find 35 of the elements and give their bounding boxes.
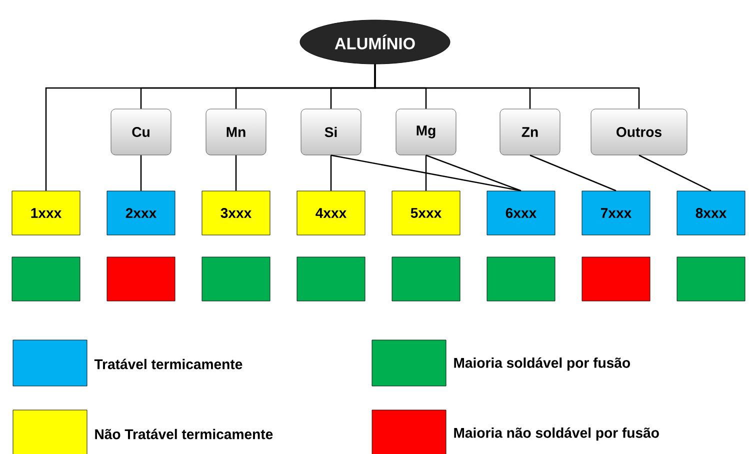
legend-label: Não Tratável termicamente (95, 428, 273, 440)
weldability-box (12, 256, 80, 302)
connector-line (140, 155, 142, 191)
series-box: 8xxx (676, 190, 746, 236)
series-box: 7xxx (582, 190, 650, 236)
connector-line (235, 155, 237, 191)
connector-line (330, 154, 522, 192)
weldability-box (296, 256, 366, 302)
weldability-box (486, 256, 556, 302)
weldability-box (676, 256, 746, 302)
connector-line (638, 154, 712, 192)
legend-label: Maioria não soldável por fusão (454, 427, 659, 441)
element-box: Zn (500, 108, 560, 156)
element-box: Mn (206, 108, 266, 156)
element-box: Si (300, 108, 362, 156)
element-box: Outros (590, 108, 688, 156)
connector-line (530, 154, 616, 192)
element-box: Mg (396, 108, 456, 156)
series-box: 1xxx (12, 190, 80, 236)
series-box: 4xxx (296, 190, 366, 236)
connector-line (374, 64, 640, 109)
connector-line (425, 155, 427, 191)
series-box: 2xxx (106, 190, 176, 236)
series-box: 5xxx (392, 190, 460, 236)
legend-label: Maioria soldável por fusão (454, 357, 630, 371)
weldability-box (392, 256, 460, 302)
series-box: 3xxx (202, 190, 270, 236)
connector-line (330, 155, 332, 191)
weldability-box (106, 256, 176, 302)
connector-line (426, 154, 522, 192)
element-box: Cu (110, 108, 172, 156)
legend-label: Tratável termicamente (94, 358, 242, 370)
series-box: 6xxx (486, 190, 556, 236)
weldability-box (202, 256, 270, 302)
weldability-box (582, 256, 650, 302)
